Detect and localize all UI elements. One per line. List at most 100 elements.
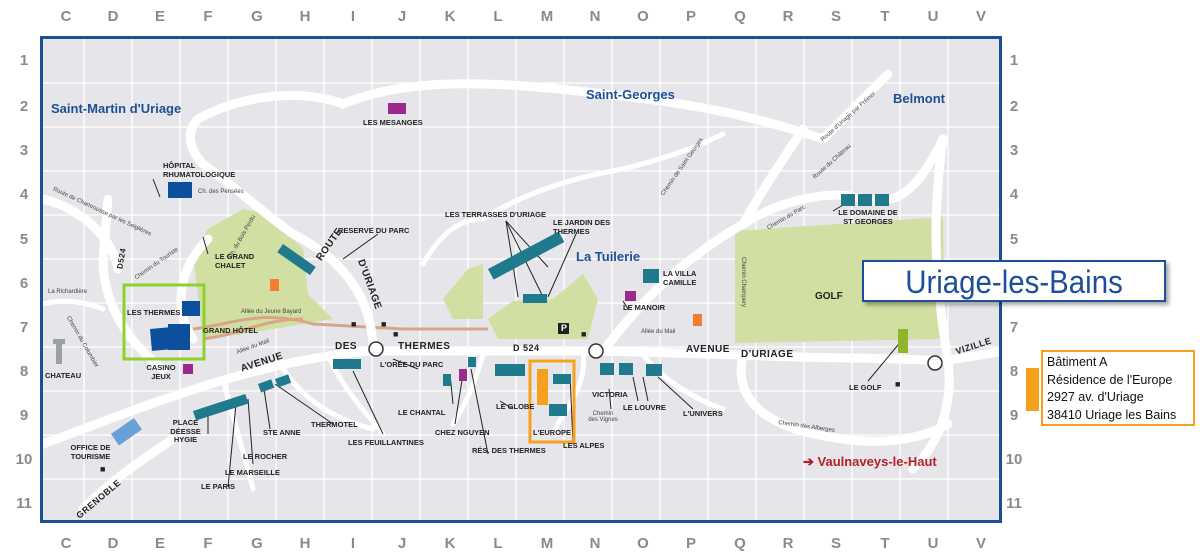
orange-markers (270, 279, 702, 326)
road-label-d524: D 524 (513, 343, 540, 353)
col-label: E (154, 8, 165, 25)
street-mail-right: Allée du Mail (641, 329, 676, 335)
col-label: H (299, 8, 311, 25)
bus-icon: ■ (351, 319, 357, 329)
road-label-duriage: D'URIAGE (741, 349, 794, 360)
row-label: 10 (1005, 451, 1023, 468)
street-vignes: Chemin des Vignes (588, 411, 618, 423)
parks (193, 209, 945, 343)
col-label: S (830, 535, 841, 552)
bus-icon: ■ (393, 329, 399, 339)
col-label: Q (734, 8, 746, 25)
parking-icon (558, 323, 569, 334)
label-le-golf: LE GOLF (849, 383, 882, 392)
label-victoria: VICTORIA (592, 390, 628, 399)
row-label: 4 (19, 186, 29, 203)
col-label: S (830, 8, 841, 25)
col-label: T (880, 535, 890, 552)
col-label: I (350, 535, 356, 552)
col-label: G (251, 8, 263, 25)
label-jardin: LE JARDIN DES THERMES (553, 218, 611, 236)
label-marseille: LE MARSEILLE (225, 468, 281, 477)
label-reserve: RESERVE DU PARC (338, 226, 410, 235)
map-canvas[interactable]: ■ ■ ■ ■ ■ ■ P Saint-Martin d'Uriage Sain… (40, 36, 1002, 523)
label-casino: CASINO JEUX (146, 363, 176, 381)
row-label: 8 (19, 363, 29, 380)
col-label: F (203, 535, 213, 552)
place-belmont: Belmont (893, 91, 945, 106)
row-label: 7 (19, 319, 29, 336)
label-place-hygie: PLACE DÉESSE HYGIE (170, 418, 201, 444)
col-label: D (107, 8, 119, 25)
col-label: C (60, 535, 72, 552)
bus-icon: ■ (895, 379, 901, 389)
col-label: O (637, 8, 649, 25)
street-richardiere: La Richardière (48, 289, 88, 295)
col-label: V (975, 535, 986, 552)
park-paths (192, 316, 488, 341)
col-label: N (589, 535, 601, 552)
parking-label: P (561, 323, 568, 333)
label-paris: LE PARIS (201, 482, 236, 491)
row-label: 5 (19, 231, 29, 248)
thermes-highlight (122, 283, 206, 361)
label-univers: L'UNIVERS (683, 409, 723, 418)
col-label: E (154, 535, 165, 552)
label-domaine: LE DOMAINE DE ST GEORGES (838, 208, 898, 226)
col-label: R (782, 8, 794, 25)
label-golf: GOLF (815, 291, 843, 302)
col-label: C (60, 8, 72, 25)
street-jeune-bayard: Allée du Jeune Bayard (241, 309, 302, 315)
minor-roads (43, 131, 726, 492)
col-label: P (685, 8, 696, 25)
street-pensees: Ch. des Pensées (198, 189, 244, 195)
map-grid (43, 39, 999, 520)
row-label: 9 (1009, 407, 1019, 424)
row-label: 8 (1009, 363, 1019, 380)
label-grand-chalet: LE GRAND CHALET (215, 252, 255, 270)
col-label: K (444, 8, 456, 25)
road-label-thermes: THERMES (398, 341, 451, 352)
label-res-thermes: RÉS. DES THERMES (472, 446, 546, 455)
row-label: 2 (19, 98, 29, 115)
address-marker (1026, 368, 1039, 411)
place-vaulnaveys: ➔ Vaulnaveys-le-Haut (803, 454, 937, 469)
label-thermes: LES THERMES (127, 308, 181, 317)
col-label: M (540, 8, 554, 25)
address-line-4: 38410 Uriage les Bains (1047, 407, 1177, 422)
row-label: 3 (19, 142, 29, 159)
col-label: O (637, 535, 649, 552)
row-label: 5 (1009, 231, 1019, 248)
bus-icon: ■ (581, 329, 587, 339)
road-label-avenue-right: AVENUE (686, 344, 730, 355)
buildings-blue (150, 182, 200, 351)
label-terrasses: LES TERRASSES D'URIAGE (445, 210, 546, 219)
label-europe: L'EUROPE (533, 428, 572, 437)
row-label: 10 (15, 451, 33, 468)
town-title-box: Uriage-les-Bains (862, 260, 1166, 302)
label-mesanges: LES MESANGES (363, 118, 423, 127)
chateau-icon (53, 339, 65, 364)
buildings-magenta (183, 103, 636, 381)
address-box: Bâtiment A Résidence de l'Europe 2927 av… (1041, 350, 1195, 426)
buildings-teal (193, 194, 889, 421)
label-office-tourisme: OFFICE DE TOURISME (70, 443, 111, 461)
col-label: G (251, 535, 263, 552)
address-line-2: Résidence de l'Europe (1047, 372, 1173, 387)
col-label: V (975, 8, 986, 25)
col-label: N (589, 8, 601, 25)
address-line-3: 2927 av. d'Uriage (1047, 390, 1144, 404)
label-ste-anne: STE ANNE (263, 428, 301, 437)
col-label: U (927, 535, 939, 552)
street-champery: Chemin Champery (740, 256, 747, 308)
col-label: Q (734, 535, 746, 552)
label-globe: LE GLOBE (496, 402, 535, 411)
europe-neighbor (553, 374, 571, 384)
row-label: 1 (19, 52, 29, 69)
row-label: 3 (1009, 142, 1019, 159)
place-saint-georges: Saint-Georges (586, 87, 675, 102)
col-label: M (540, 535, 554, 552)
label-chantal: LE CHANTAL (398, 408, 446, 417)
col-label: H (299, 535, 311, 552)
office-tourisme-building (111, 417, 142, 446)
